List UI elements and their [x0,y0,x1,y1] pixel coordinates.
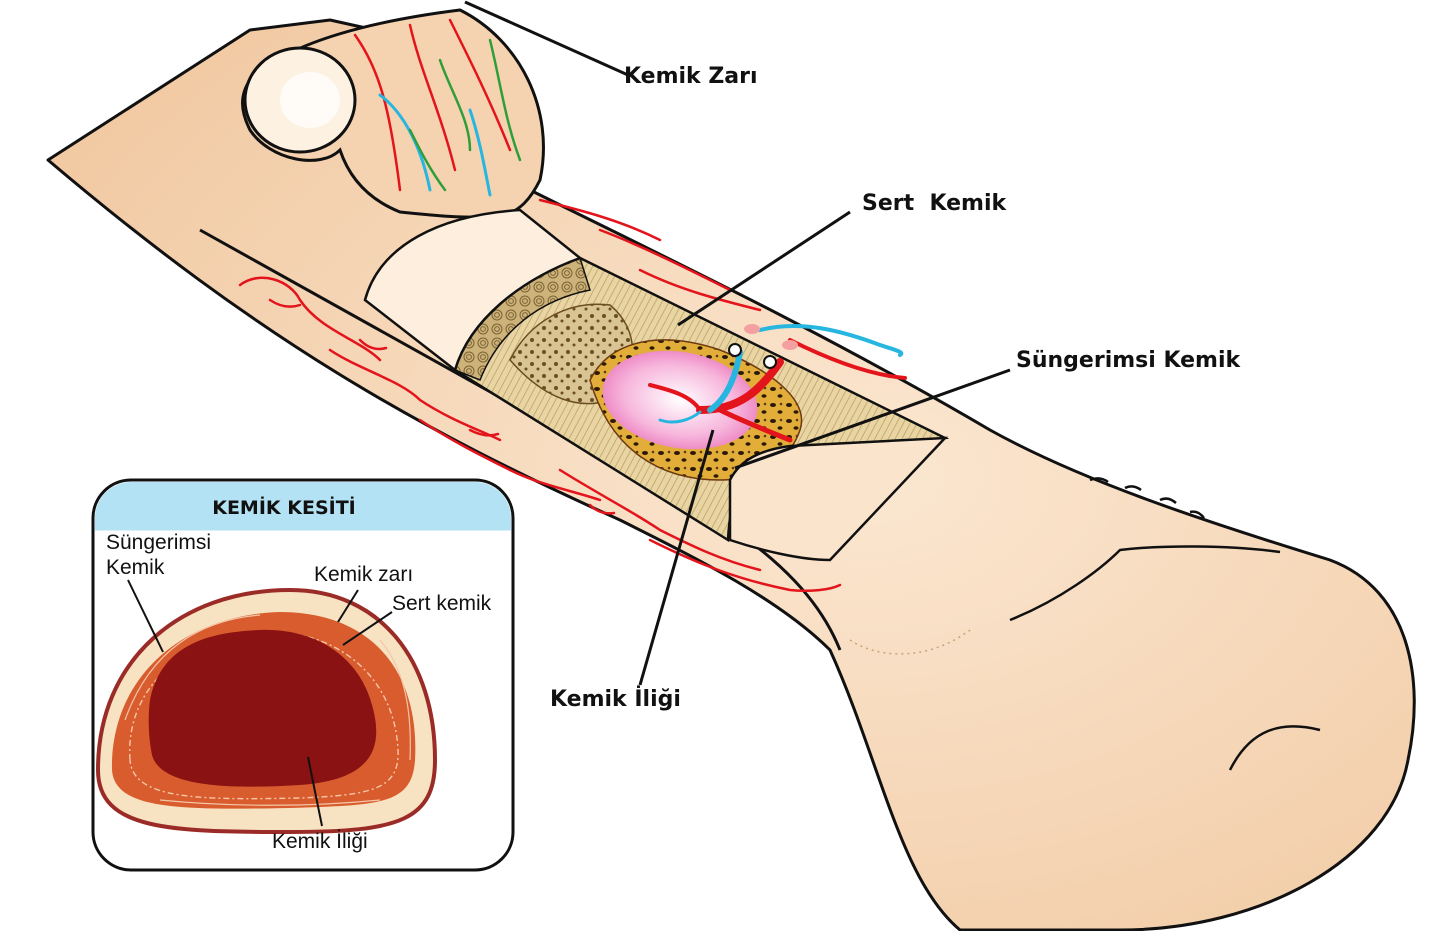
label-bone-marrow: Kemik İliği [550,686,681,712]
label-periosteum: Kemik Zarı [624,64,758,89]
label-spongy-bone: Süngerimsi Kemik [1016,348,1241,373]
cross-section-inset: KEMİK KESİTİ Süngerimsi Kemik Kemik zarı… [91,478,515,872]
femur-illustration [46,8,1416,931]
inset-label-periosteum: Kemik zarı [314,563,413,586]
label-compact-bone: Sert Kemik [862,191,1007,216]
nutrient-vessels [648,324,907,443]
inset-label-spongy-2: Kemik [106,556,165,579]
inset-header [95,482,511,530]
inset-title: KEMİK KESİTİ [212,495,356,519]
inset-label-spongy-1: Süngerimsi [106,531,211,554]
inset-label-marrow: Kemik İliği [272,830,368,853]
shaft-vessels [238,198,842,593]
leader-lines [464,0,1011,686]
inset-label-compact: Sert kemik [392,592,492,615]
periosteum-vessels [353,18,522,197]
inset-marrow [148,629,377,787]
bone-marrow-region [602,350,758,450]
